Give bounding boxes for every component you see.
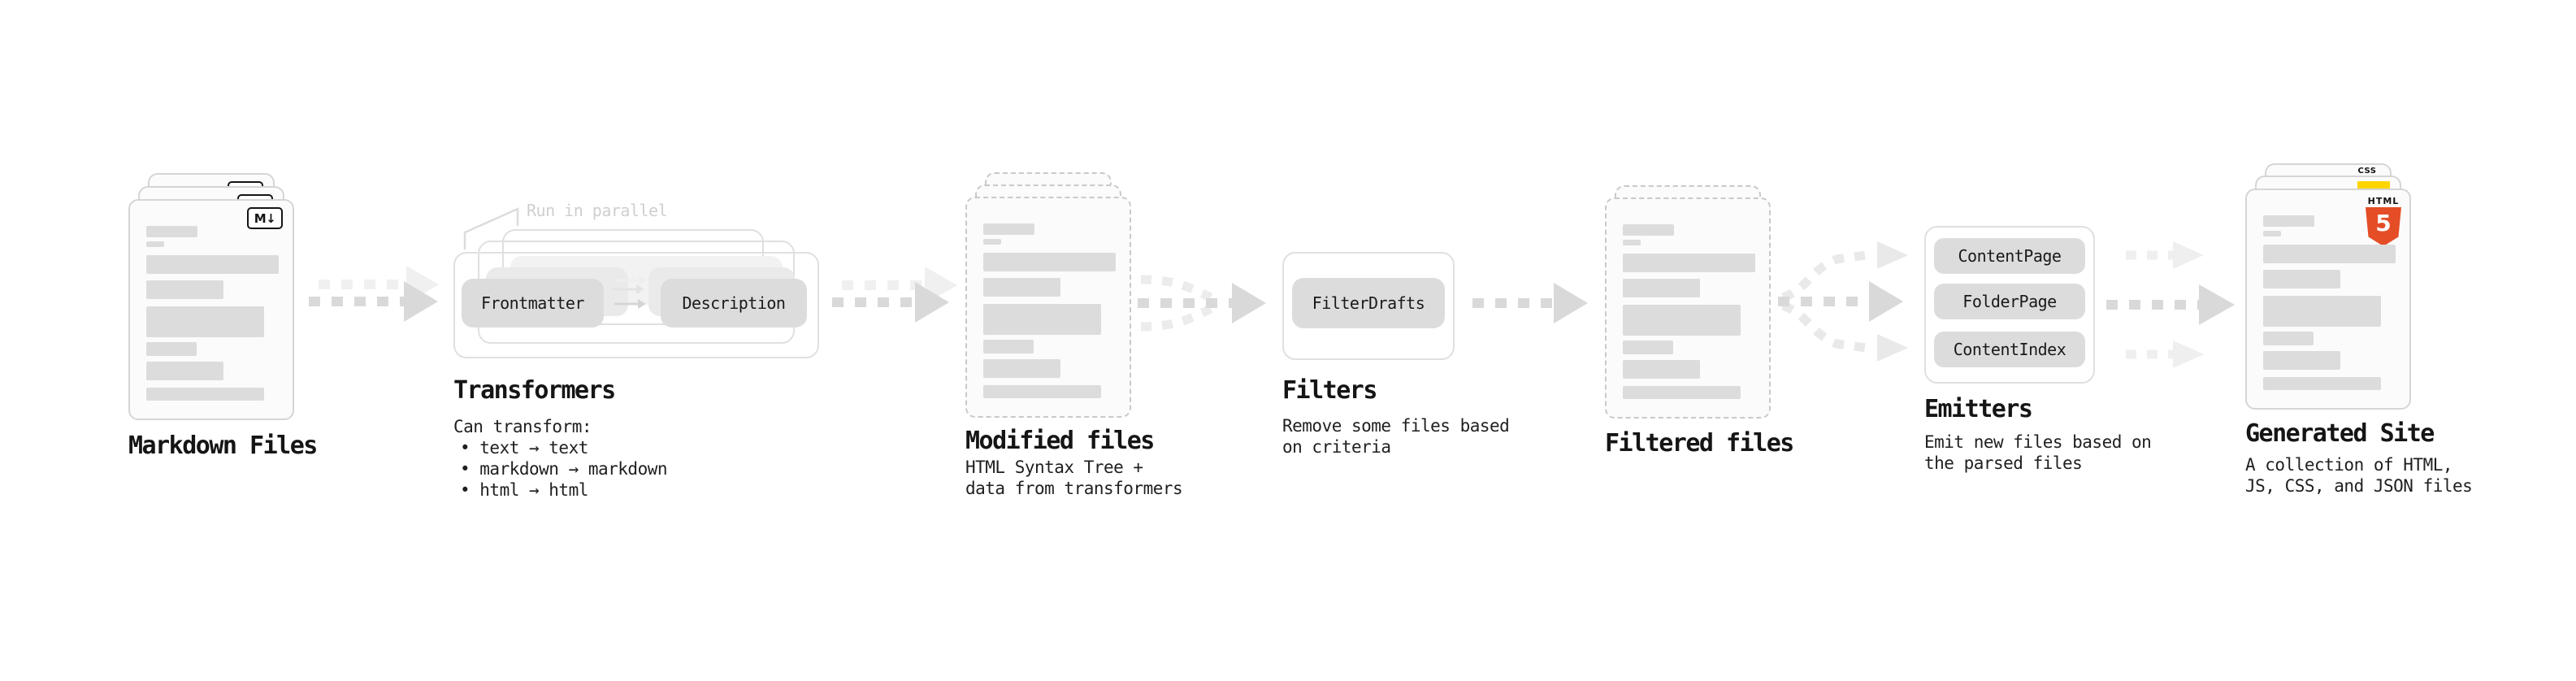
transformers-caption: Can transform: — [453, 417, 592, 436]
placeholder-bar — [146, 241, 164, 247]
placeholder-bar — [1623, 386, 1741, 399]
placeholder-bar — [1623, 340, 1673, 354]
generated-site-caption: A collection of HTML, JS, CSS, and JSON … — [2245, 455, 2473, 496]
arrow-modified-to-filters-merge — [1138, 275, 1266, 332]
placeholder-bar — [2263, 270, 2340, 288]
modified-files-label: Modified files — [965, 427, 1155, 455]
filters-label: Filters — [1282, 376, 1377, 405]
emitters-label: Emitters — [1924, 395, 2033, 423]
placeholder-bar — [983, 359, 1060, 378]
markdown-icon: M↓ — [247, 207, 283, 229]
arrow-filters-to-filtered — [1472, 283, 1588, 323]
description-pill: Description — [661, 279, 807, 327]
placeholder-bar — [146, 388, 264, 401]
placeholder-bar — [983, 304, 1101, 335]
emitters-caption: Emit new files based on the parsed files — [1924, 432, 2152, 473]
placeholder-bar — [2263, 296, 2381, 327]
markdown-files-label: Markdown Files — [128, 432, 318, 460]
placeholder-bar — [1623, 254, 1755, 272]
arrow-transformers-to-modified — [832, 267, 957, 323]
placeholder-bar — [146, 362, 223, 380]
generated-site-label: Generated Site — [2245, 419, 2435, 448]
contentpage-pill: ContentPage — [1934, 238, 2085, 274]
placeholder-bar — [983, 278, 1060, 297]
html5-icon: HTML 5 — [2364, 197, 2403, 246]
placeholder-bar — [146, 255, 279, 274]
placeholder-bar — [146, 306, 264, 337]
filterdrafts-pill: FilterDrafts — [1292, 278, 1445, 328]
placeholder-bar — [146, 342, 197, 356]
bullet-html-to-html: • html → html — [460, 480, 588, 500]
placeholder-bar — [2263, 245, 2396, 263]
placeholder-bar — [1623, 240, 1641, 245]
modified-file-card-front — [965, 197, 1131, 418]
transformers-bullets: • text → text • markdown → markdown • ht… — [460, 437, 668, 501]
contentindex-pill: ContentIndex — [1934, 332, 2085, 367]
placeholder-bar — [1623, 360, 1700, 379]
bullet-markdown-to-markdown: • markdown → markdown — [460, 459, 668, 479]
placeholder-bar — [983, 385, 1101, 398]
placeholder-bar — [983, 340, 1034, 354]
placeholder-bar — [2263, 332, 2314, 345]
placeholder-bar — [2263, 377, 2381, 390]
transformer-layer-front — [453, 252, 819, 358]
placeholder-bar — [2263, 231, 2281, 236]
markdown-file-card-front: M↓ — [128, 199, 294, 420]
placeholder-bar — [983, 239, 1001, 245]
arrow-markdown-to-transformers — [309, 266, 439, 322]
placeholder-bar — [2263, 215, 2314, 227]
generated-site-card-front: HTML 5 — [2245, 189, 2411, 410]
filtered-files-label: Filtered files — [1605, 429, 1794, 458]
placeholder-bar — [1623, 279, 1700, 297]
placeholder-bar — [2263, 351, 2340, 370]
transformers-label: Transformers — [453, 376, 616, 405]
frontmatter-pill: Frontmatter — [462, 279, 604, 327]
placeholder-bar — [983, 253, 1116, 271]
placeholder-bar — [146, 280, 223, 299]
placeholder-bar — [146, 226, 197, 237]
arrows-emitters-to-generated — [2106, 241, 2235, 368]
run-in-parallel-note: Run in parallel — [527, 201, 668, 220]
filters-caption: Remove some files based on criteria — [1282, 416, 1510, 457]
arrow-filtered-to-emitters-diverge — [1778, 241, 1908, 362]
placeholder-bar — [1623, 305, 1741, 336]
folderpage-pill: FolderPage — [1934, 284, 2085, 319]
placeholder-bar — [983, 223, 1034, 235]
placeholder-bar — [1623, 224, 1674, 236]
modified-files-caption: HTML Syntax Tree + data from transformer… — [965, 458, 1183, 498]
bullet-text-to-text: • text → text — [460, 438, 588, 458]
filtered-file-card-front — [1605, 197, 1771, 419]
